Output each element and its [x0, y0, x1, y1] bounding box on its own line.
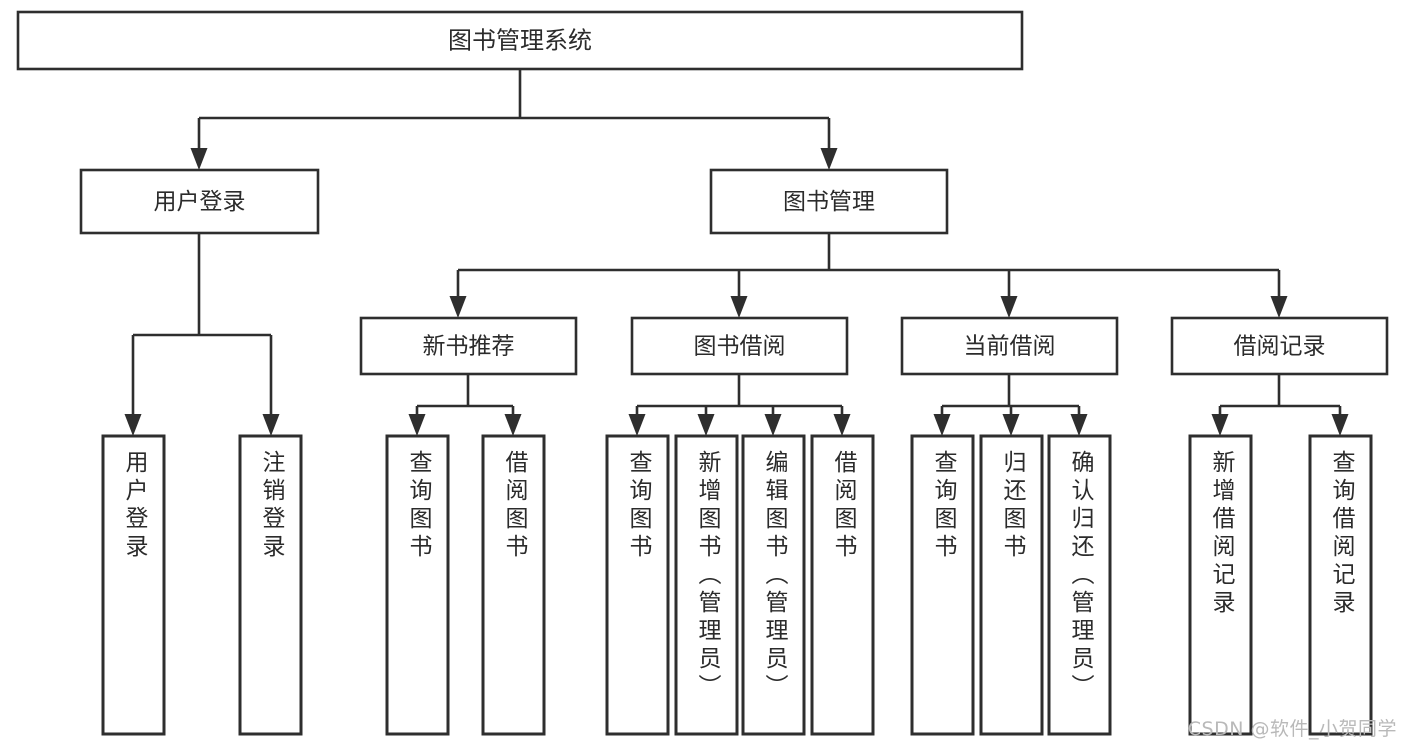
arrow-head-icon: [1000, 296, 1018, 318]
level2-node-label-0: 用户登录: [154, 189, 246, 215]
leaf-node-box-4[interactable]: [605, 434, 670, 736]
boxes-layer: [16, 10, 1389, 736]
arrow-head-icon: [628, 414, 646, 436]
leaf-node-box-11[interactable]: [1188, 434, 1253, 736]
leaf-node-box-1[interactable]: [238, 434, 303, 736]
level2-node-label-1: 图书管理: [783, 189, 875, 215]
leaf-node-box-8[interactable]: [910, 434, 975, 736]
leaf-node-box-5[interactable]: [674, 434, 739, 736]
level3-node-label-1: 图书借阅: [694, 334, 786, 360]
arrow-head-icon: [820, 148, 838, 170]
connectors-layer: [124, 69, 1349, 436]
level3-node-box-0[interactable]: [359, 316, 578, 376]
arrow-head-icon: [408, 414, 426, 436]
arrow-head-icon: [730, 296, 748, 318]
leaf-node-box-9[interactable]: [979, 434, 1044, 736]
arrow-head-icon: [1211, 414, 1229, 436]
arrow-head-icon: [697, 414, 715, 436]
arrow-head-icon: [262, 414, 280, 436]
arrow-head-icon: [833, 414, 851, 436]
level3-node-box-3[interactable]: [1170, 316, 1389, 376]
leaf-node-box-3[interactable]: [481, 434, 546, 736]
level3-node-box-1[interactable]: [630, 316, 849, 376]
arrow-head-icon: [933, 414, 951, 436]
arrow-head-icon: [1070, 414, 1088, 436]
arrow-head-icon: [764, 414, 782, 436]
root-node-label: 图书管理系统: [448, 27, 592, 55]
arrow-head-icon: [1331, 414, 1349, 436]
leaf-node-box-10[interactable]: [1047, 434, 1112, 736]
leaf-node-box-0[interactable]: [101, 434, 166, 736]
arrow-head-icon: [504, 414, 522, 436]
level2-node-box-0[interactable]: [79, 168, 320, 235]
arrow-head-icon: [124, 414, 142, 436]
arrow-head-icon: [1002, 414, 1020, 436]
arrow-head-icon: [1270, 296, 1288, 318]
leaf-node-box-6[interactable]: [741, 434, 806, 736]
watermark-text: CSDN @软件_小贺同学: [1187, 718, 1397, 740]
level3-node-label-2: 当前借阅: [964, 334, 1056, 360]
level3-node-label-3: 借阅记录: [1234, 334, 1326, 360]
arrow-head-icon: [449, 296, 467, 318]
level3-node-box-2[interactable]: [900, 316, 1119, 376]
arrow-head-icon: [190, 148, 208, 170]
leaf-node-box-7[interactable]: [810, 434, 875, 736]
level3-node-label-0: 新书推荐: [423, 334, 515, 360]
leaf-node-box-12[interactable]: [1308, 434, 1373, 736]
root-node-box[interactable]: [16, 10, 1024, 71]
leaf-node-box-2[interactable]: [385, 434, 450, 736]
level2-node-box-1[interactable]: [709, 168, 949, 235]
